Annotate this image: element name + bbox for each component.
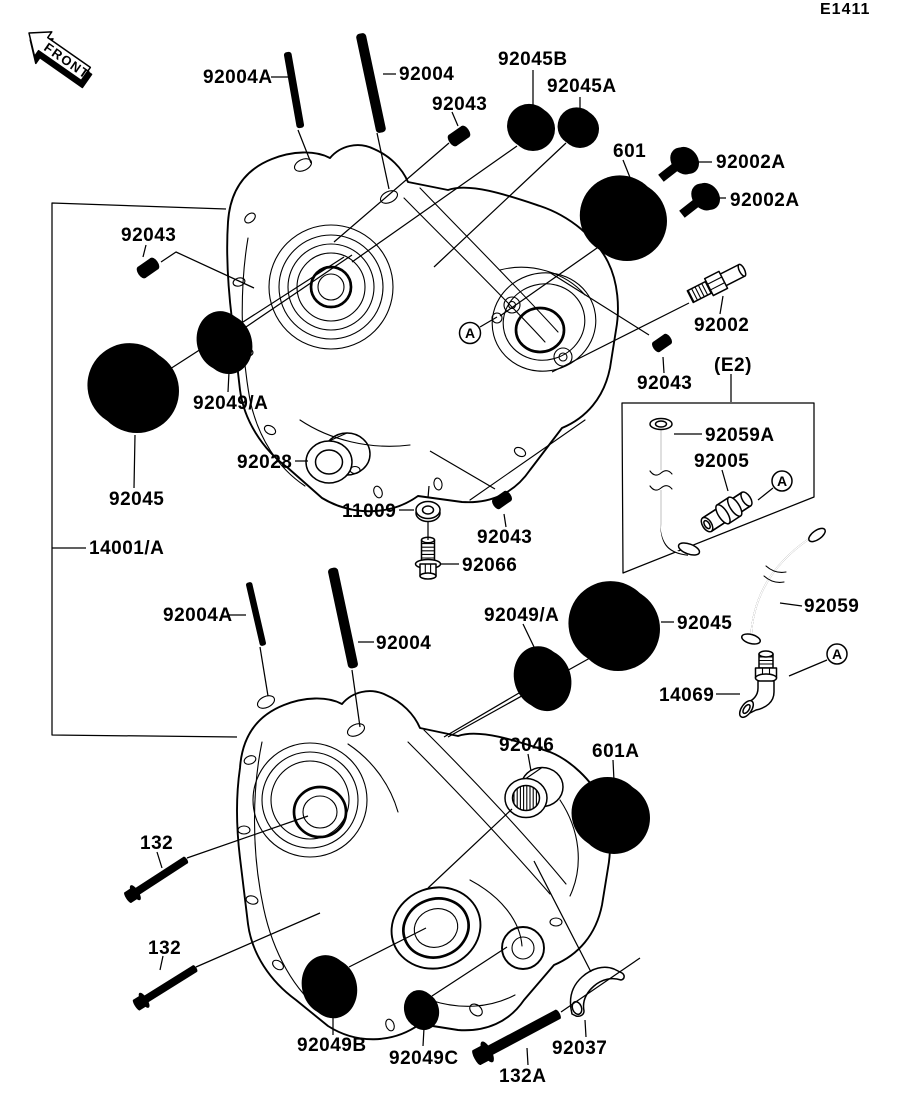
detail-box-e2 <box>621 402 815 574</box>
part-label-92045a: 92045A <box>547 76 617 97</box>
washer-11009 <box>415 500 441 523</box>
seal-92049a-top <box>191 305 258 380</box>
vent-tube-92059a <box>649 417 701 556</box>
detail-box-ref-label: (E2) <box>714 355 752 376</box>
part-label-92066: 92066 <box>462 555 517 576</box>
part-label-601: 601 <box>613 141 646 162</box>
fitting-92005 <box>700 491 753 533</box>
leader-lines <box>133 70 828 1066</box>
collar-92043-left <box>134 255 162 281</box>
callout-letter-upper: A <box>465 325 475 341</box>
part-label-14001a: 14001/A <box>89 538 164 559</box>
page-code: E1411 <box>820 1 870 18</box>
part-label-92059: 92059 <box>804 596 859 617</box>
part-label-92049a-bottom: 92049/A <box>484 605 559 626</box>
bolt-132-1 <box>121 851 192 906</box>
needle-bearing-92046 <box>504 766 564 819</box>
bushing-92028 <box>305 432 371 484</box>
part-label-132a: 132A <box>499 1066 546 1087</box>
part-label-92043-right: 92043 <box>637 373 692 394</box>
part-label-14069: 14069 <box>659 685 714 706</box>
part-label-601a: 601A <box>592 741 639 762</box>
stud-92004-top <box>355 32 387 134</box>
bearing-601a <box>571 776 650 854</box>
part-label-92004-bottom: 92004 <box>376 633 431 654</box>
part-label-92043-mid: 92043 <box>477 527 532 548</box>
part-label-92004-top: 92004 <box>399 64 454 85</box>
part-label-92028: 92028 <box>237 452 292 473</box>
bolt-92002 <box>686 263 747 304</box>
fitting-14069 <box>738 650 778 719</box>
screw-92002a-2 <box>673 176 726 227</box>
stud-92004-bottom <box>327 566 359 670</box>
bolt-132-2 <box>130 960 201 1014</box>
part-label-92045-left: 92045 <box>109 489 164 510</box>
seal-92049b <box>296 950 362 1024</box>
collar-92043-top <box>445 123 473 149</box>
part-label-92004a-top: 92004A <box>203 67 273 88</box>
part-label-92059a: 92059A <box>705 425 775 446</box>
hose-92059 <box>741 527 826 645</box>
part-label-132-2: 132 <box>148 938 181 959</box>
front-arrow-icon <box>28 31 93 89</box>
part-label-92043-left: 92043 <box>121 225 176 246</box>
part-label-92037: 92037 <box>552 1038 607 1059</box>
stud-92004a-top <box>283 51 305 129</box>
assembly-bracket-14001a <box>51 202 238 738</box>
seal-92049a-bottom <box>508 640 578 717</box>
stud-92004a-bottom <box>245 581 267 647</box>
part-label-92002a-1: 92002A <box>716 152 786 173</box>
part-label-92046: 92046 <box>499 735 554 756</box>
callout-circle-a-e2 <box>771 470 793 492</box>
callout-letter-e2: A <box>777 473 787 489</box>
callout-letter-14069: A <box>832 646 842 662</box>
part-label-11009: 11009 <box>342 501 396 522</box>
part-label-92043-top: 92043 <box>432 94 487 115</box>
part-label-92002: 92002 <box>694 315 749 336</box>
part-label-92002a-2: 92002A <box>730 190 800 211</box>
bearing-92045-left <box>87 343 179 433</box>
part-label-92005: 92005 <box>694 451 749 472</box>
callout-circle-a-upper <box>458 321 482 345</box>
part-label-92049c: 92049C <box>389 1048 459 1069</box>
collar-92043-right <box>650 332 674 354</box>
callout-circle-a-14069 <box>826 643 848 665</box>
part-label-92045b: 92045B <box>498 49 568 70</box>
bearing-92045a <box>557 107 599 148</box>
part-label-92045-bottom: 92045 <box>677 613 732 634</box>
part-label-92004a-bottom: 92004A <box>163 605 233 626</box>
part-label-92049b: 92049B <box>297 1035 367 1056</box>
bearing-601 <box>579 175 667 261</box>
bolt-132a <box>469 1003 566 1069</box>
bearing-92045-bottom <box>568 581 660 671</box>
collar-92043-mid <box>490 489 514 511</box>
bearing-92045b <box>507 103 555 151</box>
screw-92002a-1 <box>652 140 705 191</box>
bolt-92066 <box>414 536 442 580</box>
part-label-132-1: 132 <box>140 833 173 854</box>
part-label-92049a-top: 92049/A <box>193 393 268 414</box>
